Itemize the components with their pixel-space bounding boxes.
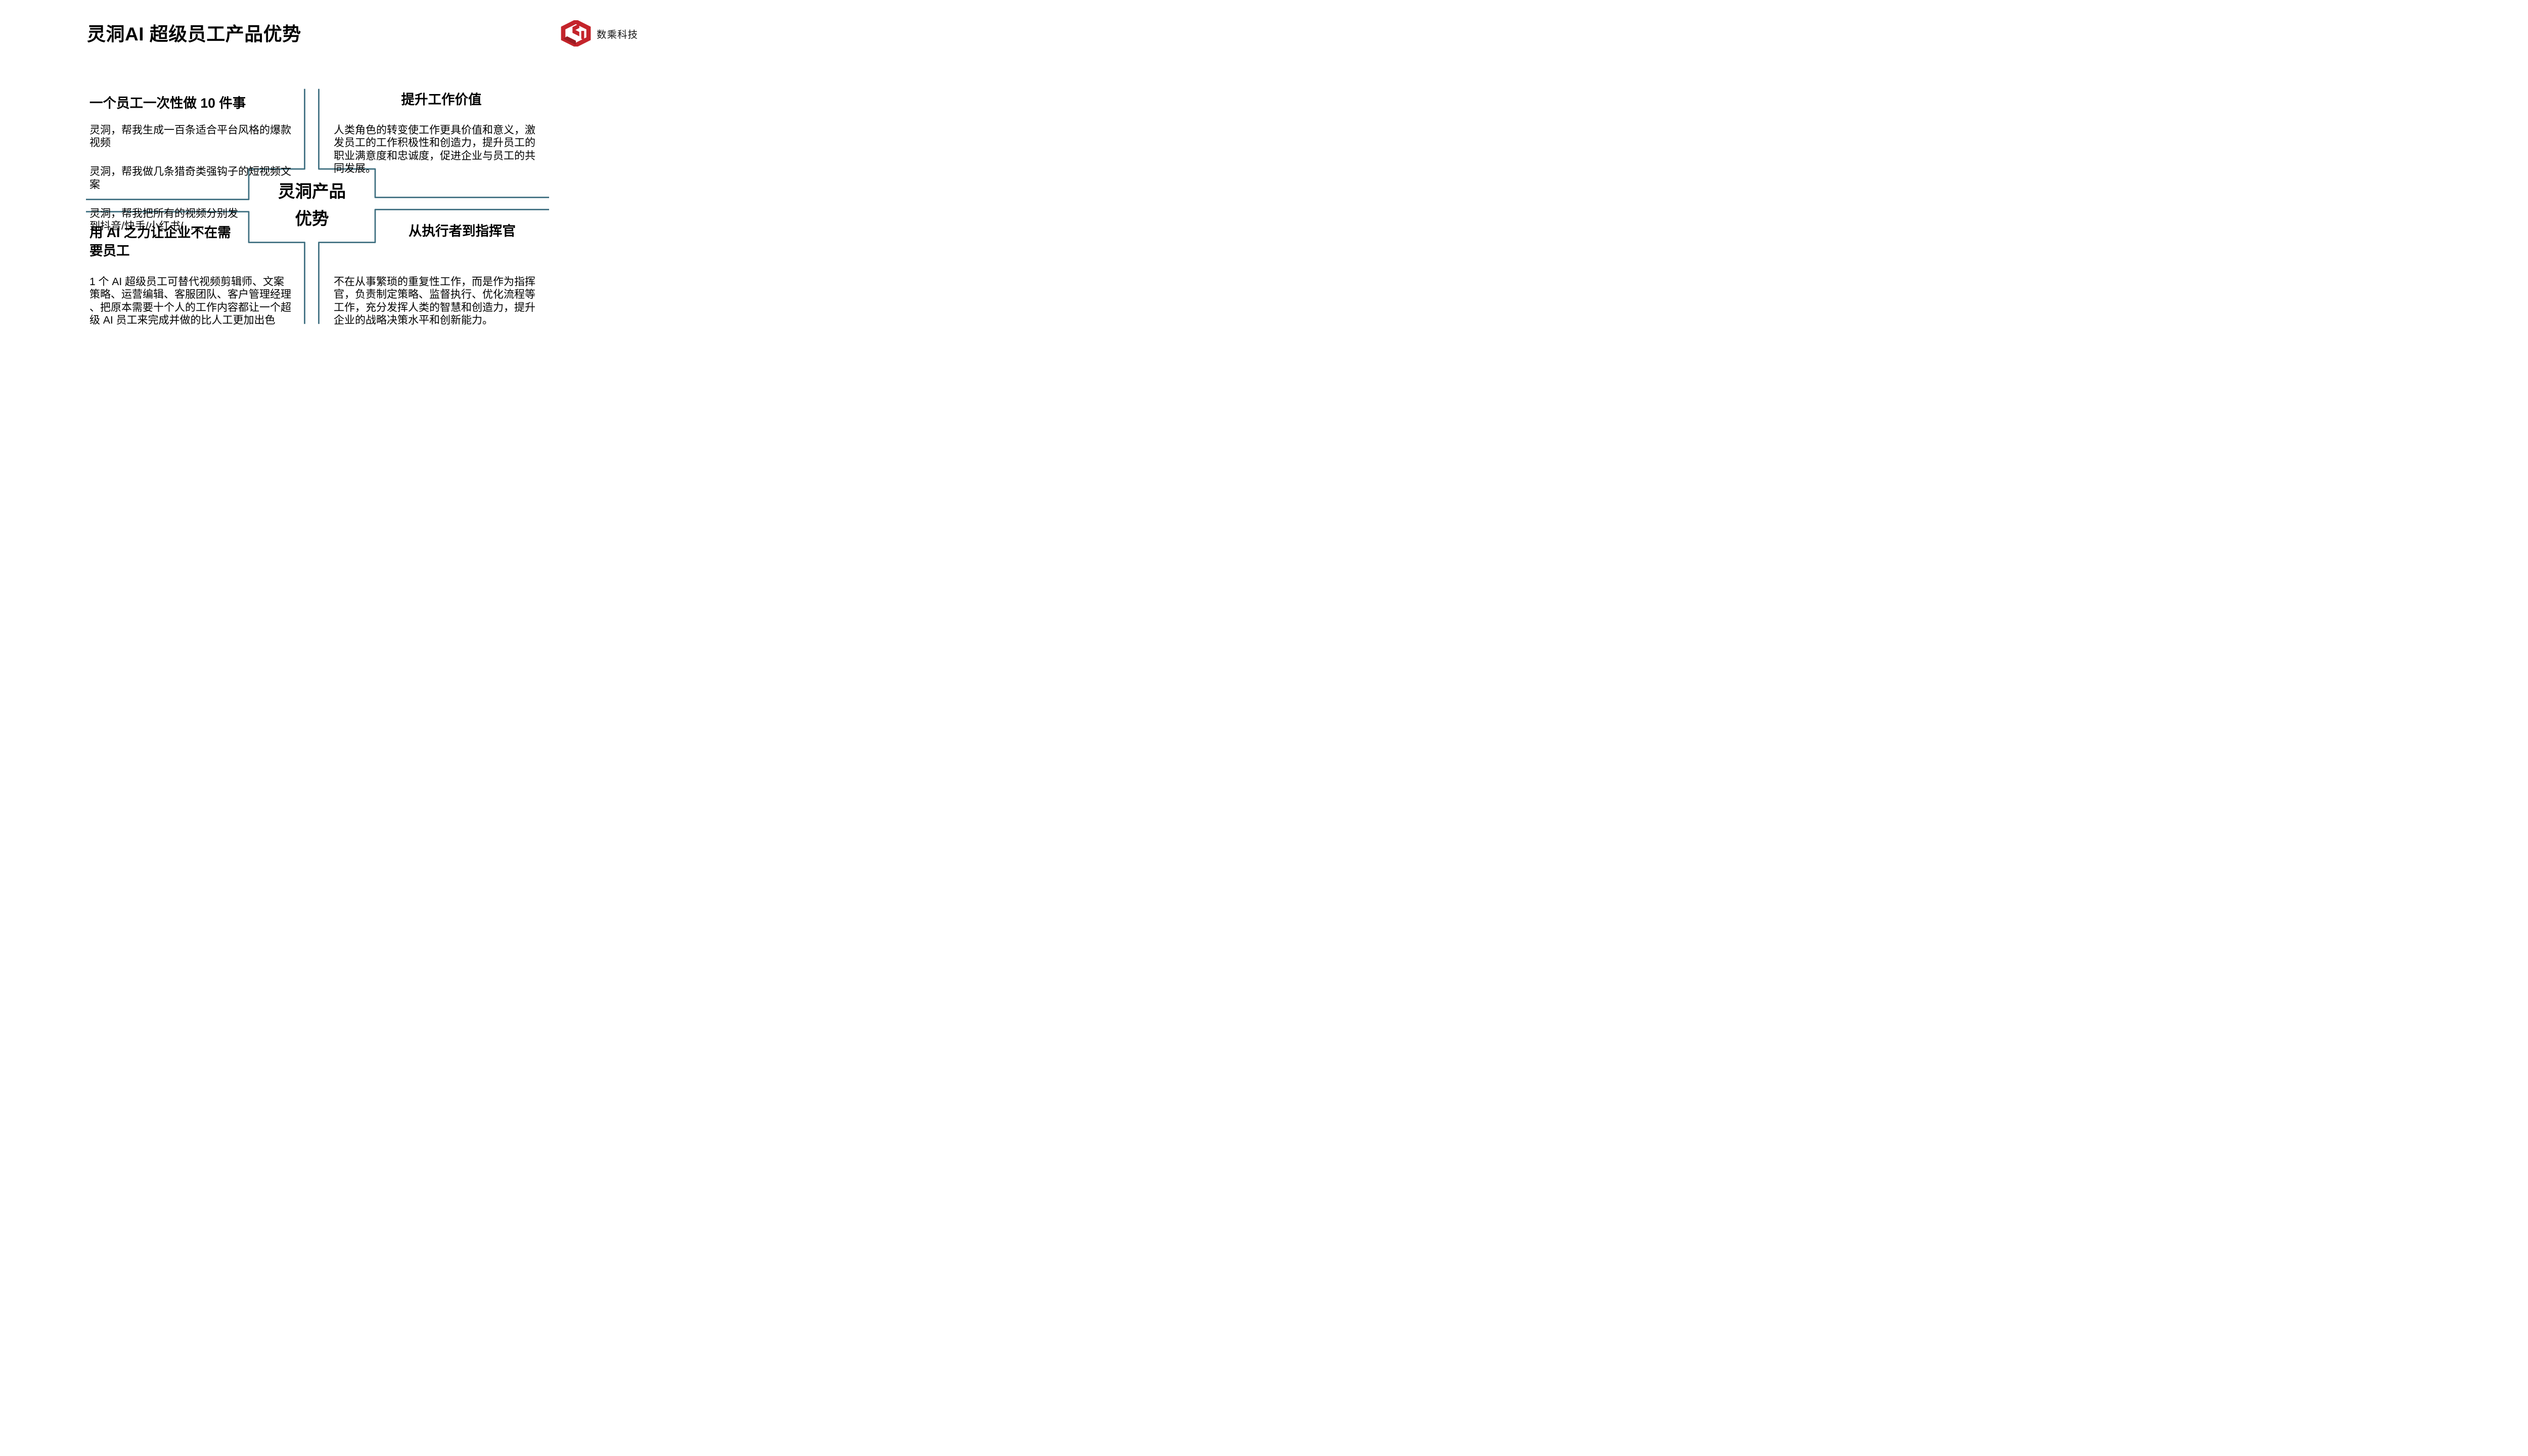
page-title: 灵洞AI 超级员工产品优势 xyxy=(87,24,301,44)
center-title: 灵洞产品 优势 xyxy=(278,183,346,229)
body-paragraph: 人类角色的转变使工作更具价值和意义，激 发员工的工作积极性和创造力，提升员工的 … xyxy=(334,124,535,175)
hexagon-cube-icon xyxy=(560,19,592,48)
quadrant-top-left-body: 灵洞，帮我生成一百条适合平台风格的爆款 视频 灵洞，帮我做几条猎奇类强钩子的短视… xyxy=(89,111,317,246)
body-paragraph: 灵洞，帮我生成一百条适合平台风格的爆款 视频 xyxy=(89,124,291,149)
quadrant-top-right-body: 人类角色的转变使工作更具价值和意义，激 发员工的工作积极性和创造力，提升员工的 … xyxy=(334,111,556,188)
quadrant-bottom-left-body: 1 个 AI 超级员工可替代视频剪辑师、文案 策略、运营编辑、客服团队、客户管理… xyxy=(89,262,317,340)
quadrant-top-left-heading: 一个员工一次性做 10 件事 xyxy=(89,96,246,111)
body-paragraph: 灵洞，帮我做几条猎奇类强钩子的短视频文 案 xyxy=(89,166,291,191)
quadrant-top-right-heading: 提升工作价值 xyxy=(401,92,482,107)
body-paragraph: 不在从事繁琐的重复性工作，而是作为指挥 官，负责制定策略、监督执行、优化流程等 … xyxy=(334,276,535,327)
slide: 灵洞AI 超级员工产品优势 数乘科技 灵洞产品 优势 一个员工一次性做 10 件… xyxy=(0,0,647,364)
quadrant-bottom-left-heading: 用 AI 之力让企业不在需 要员工 xyxy=(89,225,231,258)
quadrant-bottom-right-body: 不在从事繁琐的重复性工作，而是作为指挥 官，负责制定策略、监督执行、优化流程等 … xyxy=(334,262,556,340)
body-paragraph: 1 个 AI 超级员工可替代视频剪辑师、文案 策略、运营编辑、客服团队、客户管理… xyxy=(89,276,291,327)
brand-logo: 数乘科技 xyxy=(560,19,639,48)
center-title-box: 灵洞产品 优势 xyxy=(249,169,375,243)
brand-name: 数乘科技 xyxy=(597,29,639,40)
body-paragraph: 灵洞，帮我把所有的视频分别发 到抖音/快手/小红书/…… xyxy=(89,207,238,233)
quadrant-bottom-right-heading: 从执行者到指挥官 xyxy=(409,223,516,239)
